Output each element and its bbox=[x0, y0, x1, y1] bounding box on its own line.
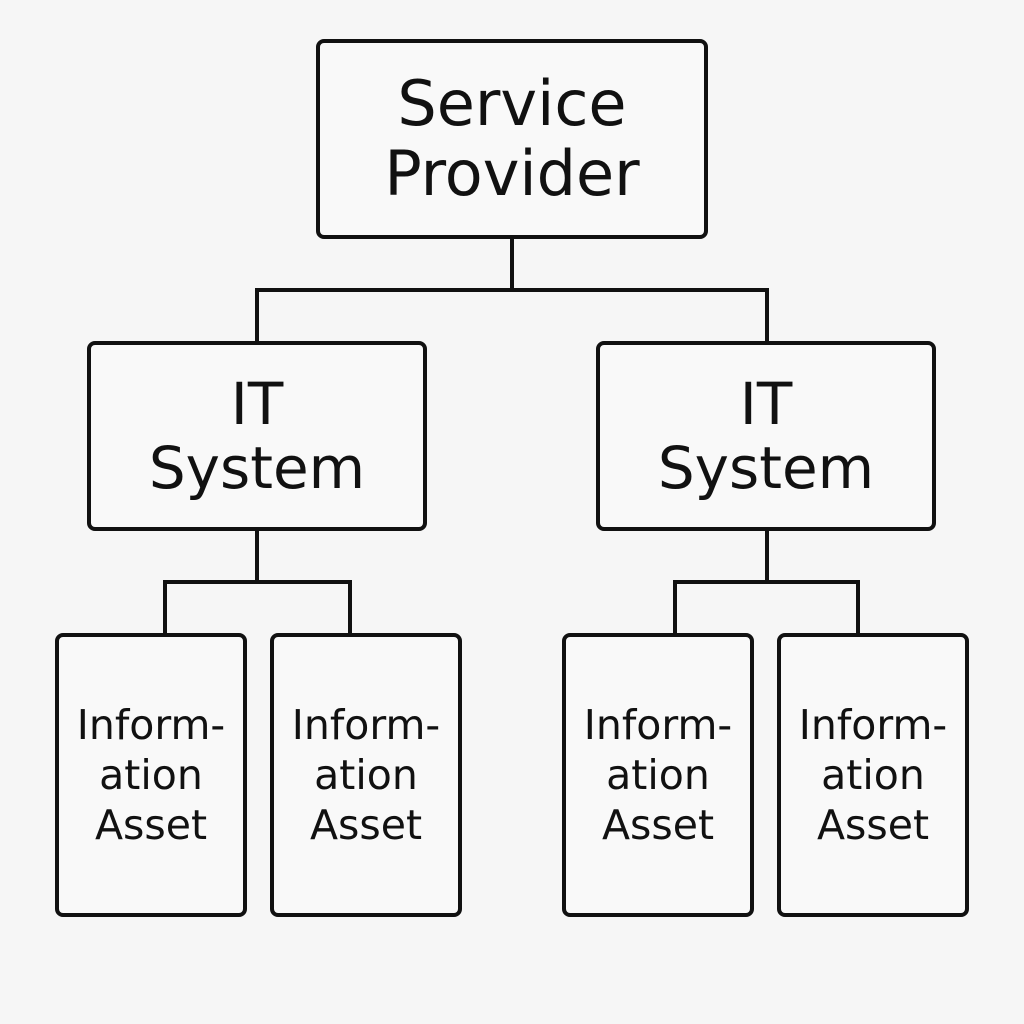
it-system-1-label-line-2: System bbox=[148, 434, 366, 502]
it-system-box-2: IT System bbox=[596, 341, 936, 531]
service-provider-label-line-2: Provider bbox=[384, 137, 640, 210]
information-asset-box-1: Inform- ation Asset bbox=[55, 633, 247, 917]
service-provider-box: Service Provider bbox=[316, 39, 708, 239]
asset-1-label-line-2: ation bbox=[99, 751, 203, 799]
asset-1-label-line-1: Inform- bbox=[76, 701, 226, 749]
information-asset-box-2: Inform- ation Asset bbox=[270, 633, 462, 917]
asset-2-label-line-2: ation bbox=[314, 751, 418, 799]
asset-3-label-line-2: ation bbox=[606, 751, 710, 799]
asset-3-label-line-3: Asset bbox=[601, 801, 715, 849]
information-asset-box-3: Inform- ation Asset bbox=[562, 633, 754, 917]
it-system-2-label-line-2: System bbox=[657, 434, 875, 502]
it-system-2-label-line-1: IT bbox=[739, 370, 793, 438]
asset-1-label-line-3: Asset bbox=[94, 801, 208, 849]
asset-2-label-line-3: Asset bbox=[309, 801, 423, 849]
information-asset-box-4: Inform- ation Asset bbox=[777, 633, 969, 917]
it-system-1-label-line-1: IT bbox=[230, 370, 284, 438]
asset-2-label-line-1: Inform- bbox=[291, 701, 441, 749]
connector-root-to-systems bbox=[255, 237, 769, 343]
asset-3-label-line-1: Inform- bbox=[583, 701, 733, 749]
connector-system-1-to-assets bbox=[163, 529, 352, 635]
it-system-box-1: IT System bbox=[87, 341, 427, 531]
asset-4-label-line-2: ation bbox=[821, 751, 925, 799]
asset-4-label-line-1: Inform- bbox=[798, 701, 948, 749]
service-provider-label-line-1: Service bbox=[397, 67, 627, 140]
asset-4-label-line-3: Asset bbox=[816, 801, 930, 849]
connector-system-2-to-assets bbox=[673, 529, 860, 635]
